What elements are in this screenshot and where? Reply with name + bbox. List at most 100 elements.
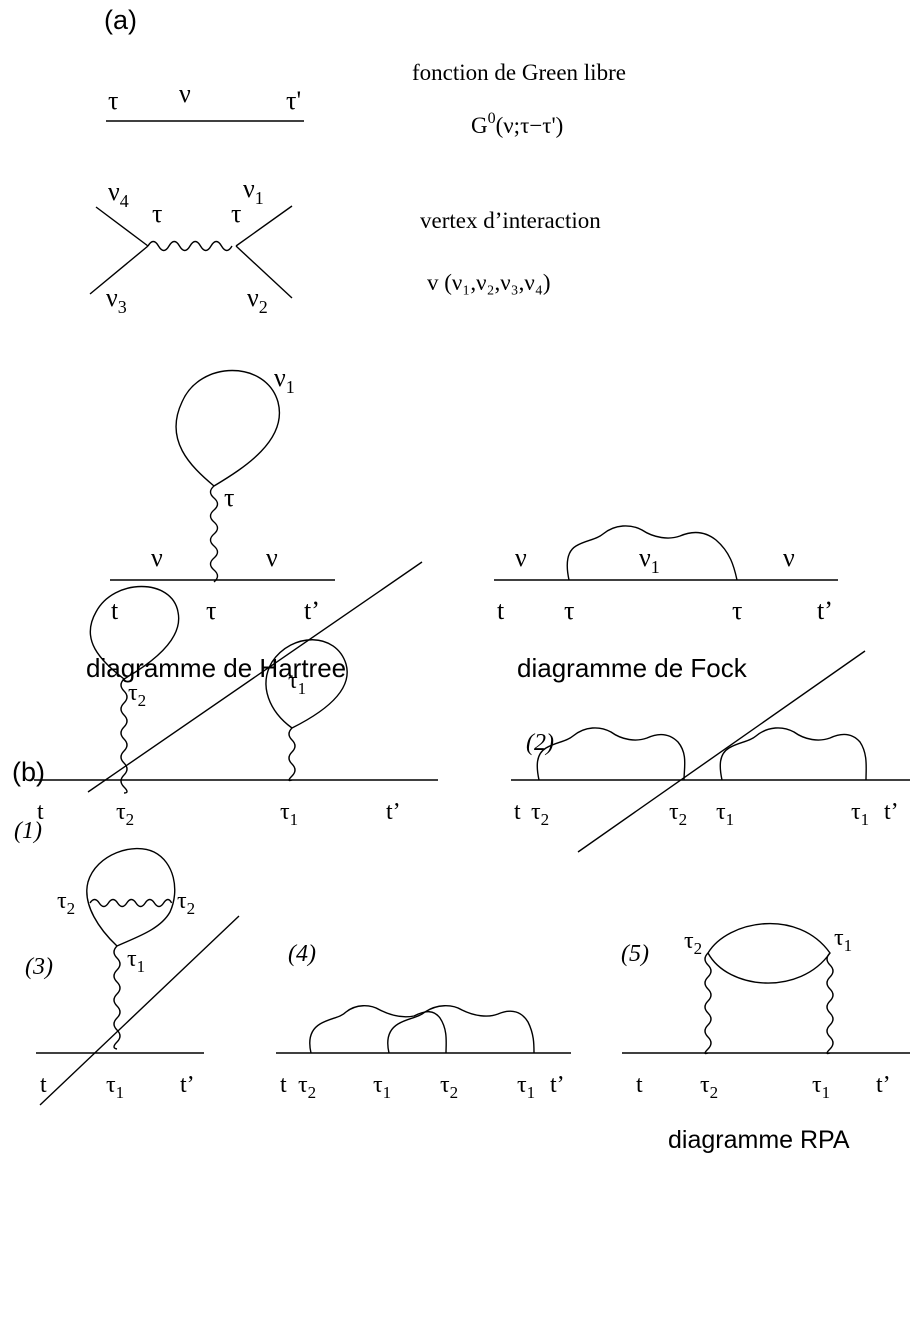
diagram-2-tau2-a: τ2: [531, 799, 549, 829]
diagram-2-tau1-b: τ1: [851, 799, 869, 829]
vertex-leg-nu2: [235, 245, 293, 299]
diagram-1-wavy-tau2: [120, 678, 128, 794]
diagram-1-t: t: [37, 799, 44, 825]
hartree-diagram: ν1 τ ν ν t τ t’ diagramme de Hartree: [86, 363, 346, 683]
diagram-1-loop-tau2: [89, 585, 180, 680]
diagram-4-number: (4): [288, 941, 316, 967]
interaction-vertex: ν4 τ τ ν1 ν3 ν2: [89, 174, 293, 317]
rpa-caption: diagramme RPA: [668, 1126, 850, 1154]
fock-caption: diagramme de Fock: [517, 653, 748, 683]
diagram-5-wavy-tau2: [704, 952, 712, 1055]
diagram-5-t-prime: t’: [876, 1072, 891, 1098]
diagram-5-wavy-tau1: [826, 952, 834, 1055]
fock-tau-left: τ: [564, 596, 574, 625]
diagram-5-tau1: τ1: [812, 1072, 830, 1102]
fock-nu-left: ν: [515, 543, 527, 572]
vertex-nu3: ν3: [106, 283, 127, 317]
fock-arc-label: ν1: [639, 543, 660, 577]
panel-b-tag: (b): [12, 757, 45, 787]
diagram-5-tau2: τ2: [700, 1072, 718, 1102]
hartree-nu-left: ν: [151, 543, 163, 572]
diagram-2-cut-line: [577, 650, 866, 853]
propagator-tau-right: τ': [286, 86, 301, 115]
diagram-5-t: t: [636, 1072, 643, 1098]
fock-wavy-arc: [566, 525, 738, 581]
vertex-leg-nu1: [235, 205, 293, 247]
free-propagator: τ ν τ': [106, 79, 304, 122]
fock-diagram: ν ν1 ν t τ τ t’ diagramme de Fock: [494, 525, 838, 683]
vertex-caption: vertex d’interaction v (ν₁,ν₂,ν₃,ν₄): [420, 208, 601, 295]
diagram-3-cut-line: [39, 915, 240, 1106]
hartree-t: t: [111, 596, 119, 625]
vertex-caption-title: vertex d’interaction: [420, 208, 601, 233]
diagram-3-t: t: [40, 1072, 47, 1098]
diagram-1-loop-label-tau2: τ2: [128, 680, 146, 710]
vertex-nu1: ν1: [243, 174, 264, 208]
fock-t-prime: t’: [817, 596, 833, 625]
diagram-5-number: (5): [621, 941, 649, 967]
propagator-nu: ν: [179, 79, 191, 108]
vertex-leg-nu3: [89, 245, 149, 295]
diagram-5: (5) τ2 τ1 t τ2 τ1 t’ diagramme RPA: [621, 922, 910, 1154]
hartree-caption: diagramme de Hartree: [86, 653, 346, 683]
fock-nu-right: ν: [783, 543, 795, 572]
diagram-5-tau1-top: τ1: [834, 925, 852, 955]
propagator-tau-left: τ: [108, 86, 118, 115]
diagram-3: (3) τ2 τ2 τ1 t τ1 t’: [25, 847, 240, 1106]
vertex-leg-nu4: [95, 206, 149, 247]
diagram-1-loop-tau1: [265, 639, 348, 729]
diagram-3-number: (3): [25, 954, 53, 980]
diagram-2: (2) t τ2 τ2 τ1 τ1 t’: [511, 650, 910, 853]
diagram-3-tau2-right: τ2: [177, 888, 195, 918]
hartree-wavy-line: [209, 485, 219, 583]
diagram-4-tau-d: τ1: [517, 1072, 535, 1102]
propagator-caption: fonction de Green libre G0(ν;τ−τ'): [412, 60, 626, 138]
diagram-4-tau-a: τ2: [298, 1072, 316, 1102]
diagram-2-wavy-arc-tau1: [719, 727, 867, 781]
diagram-4-tau-c: τ2: [440, 1072, 458, 1102]
diagram-4-tau-b: τ1: [373, 1072, 391, 1102]
diagram-2-tau1-a: τ1: [716, 799, 734, 829]
diagram-4-t: t: [280, 1072, 287, 1098]
diagram-1-loop-label-tau1: τ1: [288, 668, 306, 698]
hartree-loop-label: ν1: [274, 363, 295, 397]
hartree-nu-right: ν: [266, 543, 278, 572]
diagram-3-loop: [86, 847, 176, 947]
diagram-5-tau2-top: τ2: [684, 928, 702, 958]
propagator-caption-title: fonction de Green libre: [412, 60, 626, 85]
diagram-2-tau2-b: τ2: [669, 799, 687, 829]
vertex-nu4: ν4: [108, 177, 129, 211]
diagram-1-t-prime: t’: [386, 799, 401, 825]
diagram-3-tau2-left: τ2: [57, 888, 75, 918]
hartree-tau-bottom: τ: [206, 596, 216, 625]
diagram-3-wavy-line: [113, 945, 121, 1050]
fock-tau-right: τ: [732, 596, 742, 625]
hartree-t-prime: t’: [304, 596, 320, 625]
diagram-1-tau2: τ2: [116, 799, 134, 829]
diagram-4-wavy-arc-tau1: [387, 1005, 535, 1054]
diagram-3-inner-wavy-line: [89, 898, 173, 908]
diagram-2-wavy-arc-tau2: [536, 727, 686, 781]
diagram-3-tau1: τ1: [106, 1072, 124, 1102]
fock-t: t: [497, 596, 505, 625]
diagram-1-number: (1): [14, 818, 42, 844]
vertex-nu2: ν2: [247, 283, 268, 317]
diagram-4-t-prime: t’: [550, 1072, 565, 1098]
vertex-tau-left: τ: [152, 199, 162, 228]
diagram-1-tau1: τ1: [280, 799, 298, 829]
diagram-5-bubble: [707, 922, 831, 984]
diagram-4-wavy-arc-tau2: [309, 1005, 447, 1054]
diagram-1: (1) τ2 τ1 t τ2 τ1 t’: [14, 561, 438, 844]
propagator-formula: G0(ν;τ−τ'): [471, 110, 563, 138]
diagram-2-t: t: [514, 799, 521, 825]
diagram-2-t-prime: t’: [884, 799, 899, 825]
diagram-2-number: (2): [526, 730, 554, 756]
diagram-3-t-prime: t’: [180, 1072, 195, 1098]
panel-a-tag: (a): [104, 5, 137, 35]
diagram-1-cut-line: [87, 561, 423, 793]
vertex-formula: v (ν₁,ν₂,ν₃,ν₄): [427, 270, 551, 295]
diagram-1-wavy-tau1: [288, 727, 296, 782]
diagram-3-tau1-mid: τ1: [127, 946, 145, 976]
